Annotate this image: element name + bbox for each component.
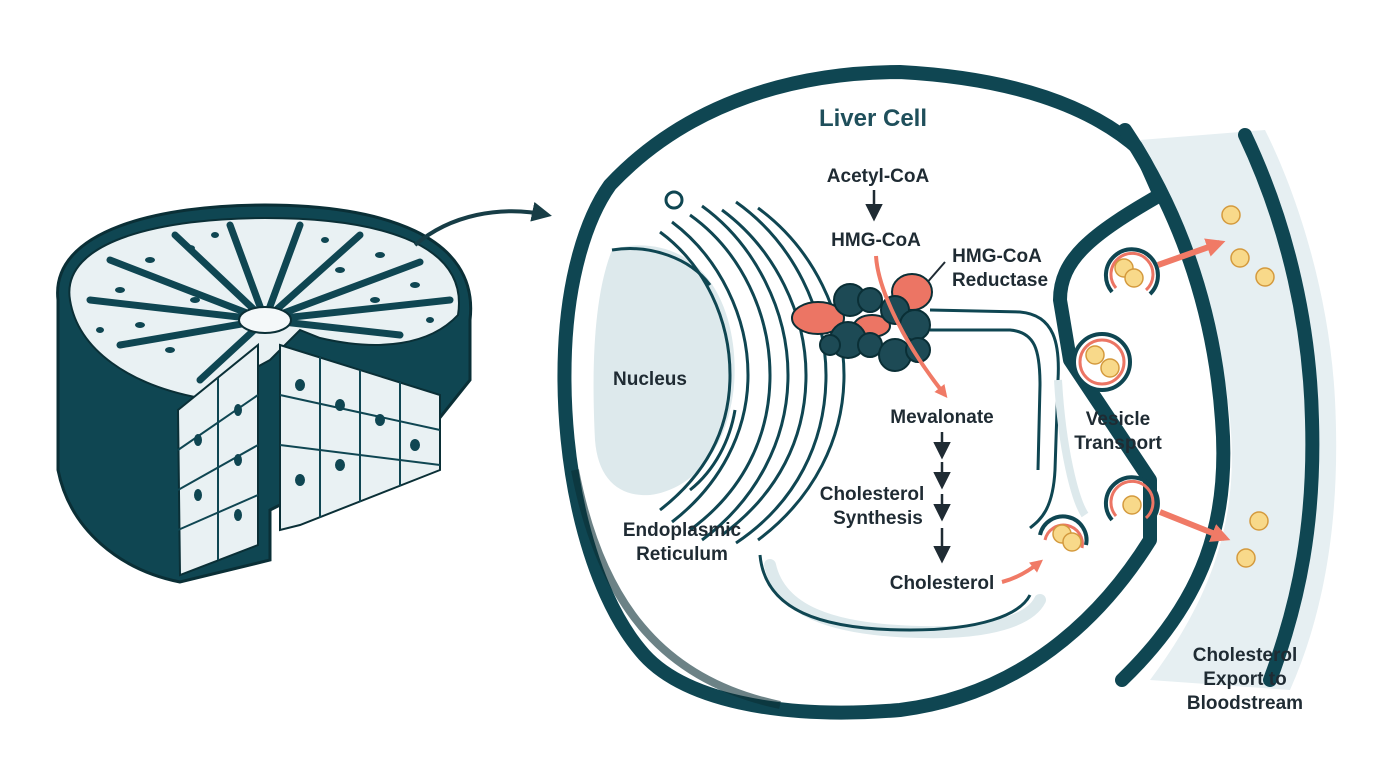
reductase-label-line1: HMG-CoA — [952, 246, 1042, 267]
export-label-line2: Export to — [1203, 669, 1286, 690]
synthesis-label-line2: Synthesis — [833, 508, 923, 529]
cholesterol-to-vesicle-arrow — [1001, 559, 1043, 584]
endoplasmic-reticulum — [659, 200, 846, 545]
export-label-line1: Cholesterol — [1193, 645, 1298, 666]
channel-shadow — [764, 559, 1046, 639]
nucleus — [593, 245, 735, 496]
vesicle-budding — [1038, 514, 1089, 552]
blood-vessel: Cholesterol Export to Bloodstream — [1103, 123, 1337, 714]
hepatocyte-nuclei-top — [96, 232, 434, 353]
er-label-line1: Endoplasmic — [623, 520, 742, 541]
vesicle-label-line1: Vesicle — [1086, 409, 1150, 430]
transport-vesicle-middle — [1072, 332, 1132, 392]
hmg-coa-label: HMG-CoA — [831, 230, 921, 251]
vessel-wall-inner — [1115, 123, 1231, 687]
catalysis-arrow — [874, 255, 948, 398]
export-arrow-bottom — [1158, 509, 1231, 542]
acetyl-coa-label: Acetyl-CoA — [827, 166, 930, 187]
export-label-line3: Bloodstream — [1187, 693, 1303, 714]
cut-face-cell-walls — [177, 357, 441, 560]
synthesis-label-line1: Cholesterol — [820, 484, 925, 505]
export-arrow-top — [1156, 238, 1226, 268]
central-vein — [238, 306, 292, 334]
cholesterol-particles — [1221, 205, 1275, 568]
liver-cell: Liver Cell Nucleus Endoplasmic Reticulum… — [557, 65, 1167, 720]
er-extension — [758, 554, 1032, 632]
er-label-line2: Reticulum — [636, 544, 728, 565]
cell-title: Liver Cell — [819, 105, 927, 132]
cholesterol-label: Cholesterol — [890, 573, 995, 594]
export-vesicle-top — [1103, 247, 1160, 296]
vessel-wall-outer — [1238, 128, 1320, 687]
reductase-label-line2: Reductase — [952, 270, 1048, 291]
hepatocyte-nuclei-cut — [194, 379, 420, 521]
small-vesicle — [664, 190, 684, 210]
mevalonate-label: Mevalonate — [890, 407, 993, 428]
cell-membrane — [557, 65, 1167, 720]
hmg-coa-reductase-complex — [791, 273, 933, 372]
zoom-arrow — [413, 201, 552, 247]
export-vesicle-bottom — [1103, 475, 1160, 524]
nucleus-label: Nucleus — [613, 369, 687, 390]
vesicle-label-line2: Transport — [1074, 433, 1162, 454]
liver-lobule-illustration — [56, 201, 552, 584]
transport-channel — [929, 308, 1060, 530]
